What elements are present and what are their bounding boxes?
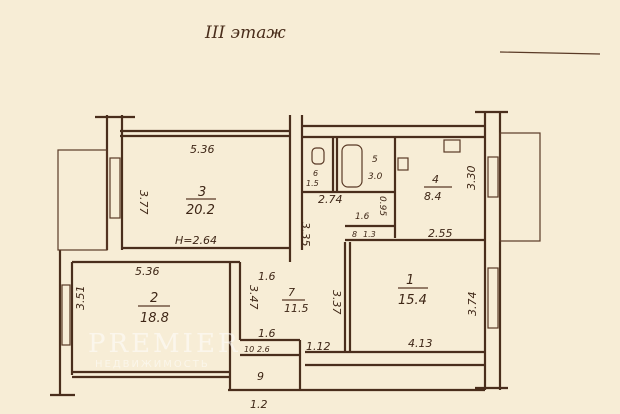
room-4-number: 4 <box>432 173 439 186</box>
room-6-area: 1.5 <box>306 179 319 188</box>
room-5-area: 3.0 <box>368 172 383 182</box>
room-8-dim-a: 1.6 <box>355 212 370 222</box>
room-2-area: 18.8 <box>140 311 169 326</box>
room-2-width: 5.36 <box>135 265 160 278</box>
room-1-depth-2: 3.37 <box>330 290 343 315</box>
room-3-area: 20.2 <box>186 203 215 218</box>
room-7-number: 7 <box>288 286 295 299</box>
room-10-area: 2.6 <box>257 345 270 354</box>
room-10-number: 10 <box>244 345 254 354</box>
room-1-number: 1 <box>406 273 414 288</box>
room-7-dim-a: 1.6 <box>258 270 276 283</box>
room-8-dim-b: 0.95 <box>377 196 387 216</box>
watermark-brand: PREMIER <box>88 329 241 359</box>
floor-title: III этаж <box>204 23 286 43</box>
balconies <box>57 132 541 251</box>
room-2-number: 2 <box>150 291 158 306</box>
room-9-dim: 1.2 <box>250 398 268 411</box>
fixtures <box>311 139 461 188</box>
room-6-number: 6 <box>313 169 318 178</box>
toilet-icon <box>311 147 325 165</box>
stove-icon <box>443 139 461 153</box>
ceiling-height: H=2.64 <box>175 234 217 247</box>
room-1-area: 15.4 <box>398 293 427 308</box>
room-3-number: 3 <box>198 185 206 200</box>
room-9-number: 9 <box>257 370 264 383</box>
room-7-area: 11.5 <box>284 302 309 315</box>
room-4-width: 2.55 <box>428 227 453 240</box>
room-7-dim-b: 2.74 <box>318 193 343 206</box>
room-8-number: 8 <box>352 230 357 239</box>
room-1-width: 4.13 <box>408 337 433 350</box>
room-5-number: 5 <box>372 155 378 165</box>
windows <box>61 156 499 346</box>
bathtub-icon <box>341 144 363 188</box>
room-7-dim-d: 1.12 <box>306 340 331 353</box>
room-4-depth: 3.30 <box>465 166 478 191</box>
room-1-depth: 3.74 <box>466 292 479 317</box>
room-8-area: 1.3 <box>363 230 376 239</box>
room-10-dim: 1.6 <box>258 327 276 340</box>
room-3-width: 5.36 <box>190 143 215 156</box>
underline <box>499 51 601 55</box>
room-3-depth: 3.77 <box>137 190 150 215</box>
room-7-dim-c: 3.35 <box>299 222 312 247</box>
sink-icon <box>397 157 409 171</box>
room-2-depth-2: 3.47 <box>247 285 260 310</box>
room-4-area: 8.4 <box>424 190 442 203</box>
watermark-subtitle: НЕДВИЖИМОСТЬ <box>95 359 210 370</box>
room-2-depth: 3.51 <box>74 286 87 311</box>
